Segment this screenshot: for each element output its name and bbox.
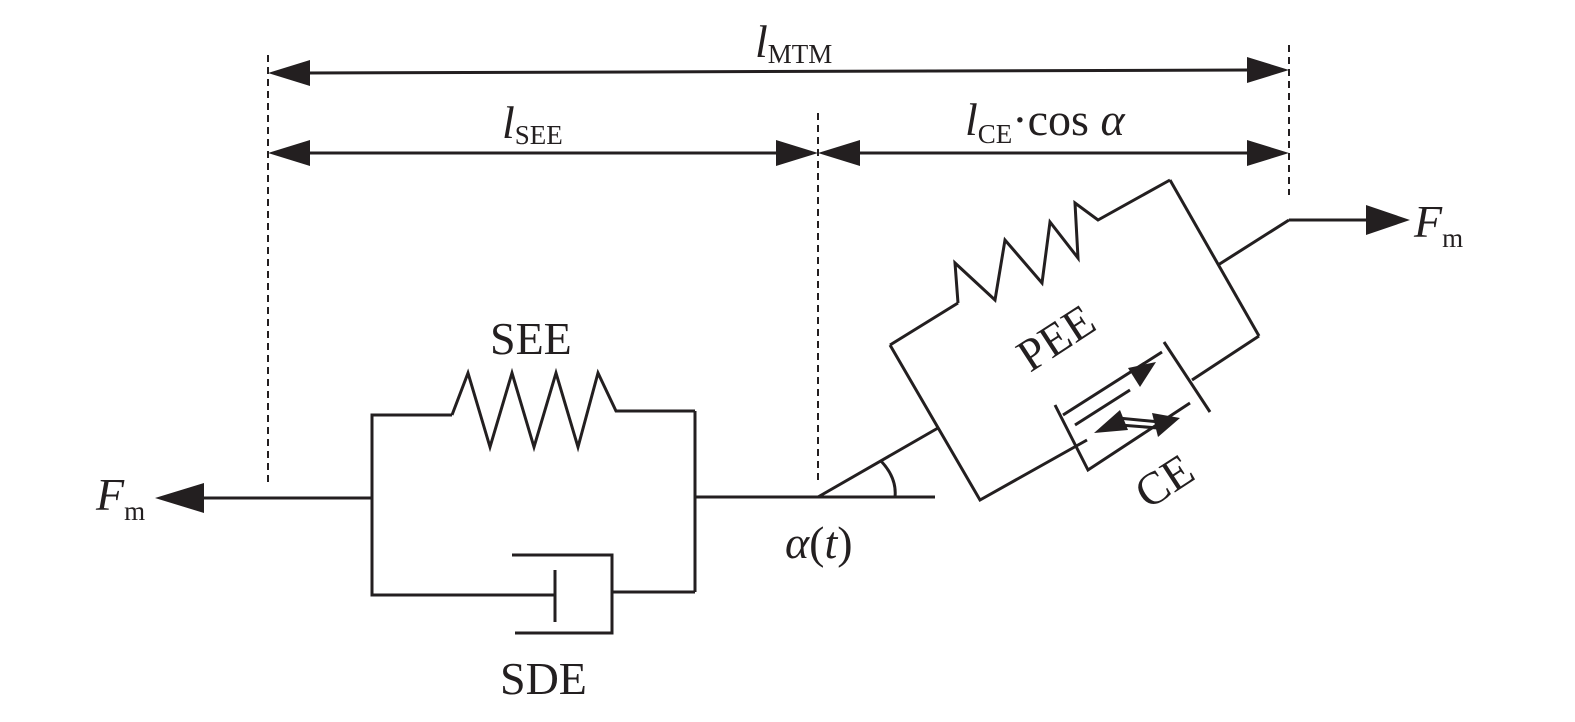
right-force-label: Fm bbox=[1413, 196, 1463, 253]
l-see-dimension-arrow bbox=[268, 140, 818, 166]
left-force-arrow bbox=[155, 483, 372, 513]
ce-contractile-element bbox=[1053, 341, 1212, 473]
l-see-label: lSEE bbox=[502, 97, 563, 150]
sde-damper bbox=[512, 553, 695, 635]
right-force-arrowhead bbox=[1366, 205, 1410, 235]
see-label: SEE bbox=[490, 313, 572, 364]
see-spring bbox=[450, 367, 695, 453]
pee-spring bbox=[953, 178, 1171, 304]
l-mtm-label: lMTM bbox=[755, 16, 832, 69]
pennation-angle-label: α(t) bbox=[785, 517, 853, 568]
pee-label: PEE bbox=[1008, 294, 1104, 381]
l-ce-cos-alpha-label: lCE·cos α bbox=[965, 94, 1125, 149]
l-ce-cos-alpha-dimension-arrow bbox=[818, 140, 1289, 166]
pee-ce-parallel-block bbox=[888, 178, 1410, 503]
see-sde-parallel-block bbox=[370, 367, 818, 635]
sde-label: SDE bbox=[500, 653, 587, 704]
left-force-label: Fm bbox=[95, 469, 145, 526]
ce-label: CE bbox=[1126, 444, 1203, 519]
pennation-angle bbox=[817, 426, 939, 499]
l-mtm-dimension-arrow bbox=[268, 57, 1289, 86]
